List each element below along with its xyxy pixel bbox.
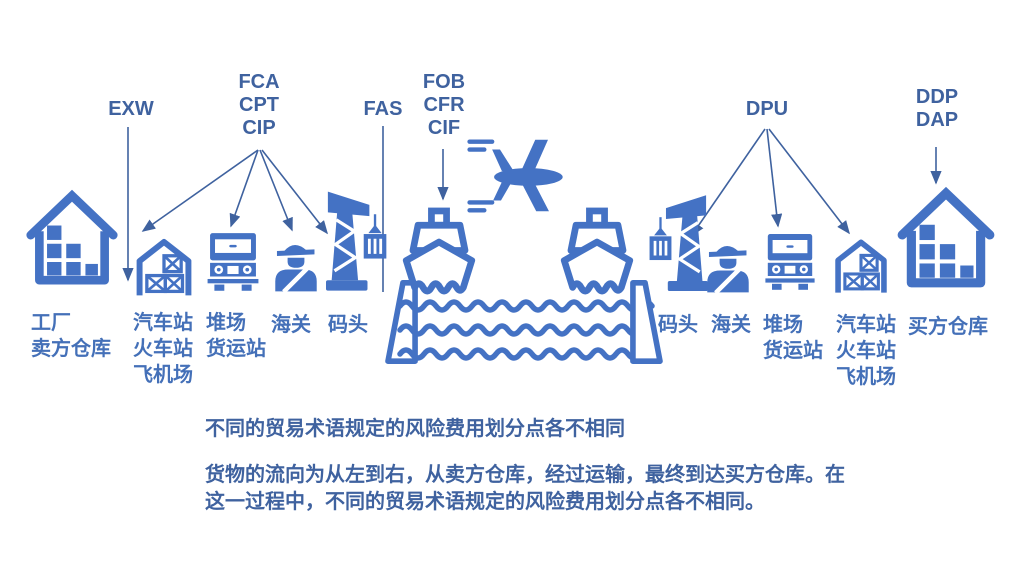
customs-officer-icon <box>268 228 324 302</box>
fca-arrow-2 <box>229 149 259 228</box>
label-yard-left: 堆场 货运站 <box>206 310 266 362</box>
label-dock-left: 码头 <box>328 314 368 336</box>
label-station-right: 汽车站 火车站 飞机场 <box>836 312 896 390</box>
cargo-ship-right-icon <box>555 206 639 310</box>
station-garage-right-icon <box>830 232 892 298</box>
cargo-ship-left-icon <box>397 206 481 310</box>
term-cip: CIP <box>242 117 276 139</box>
note-headline: 不同的贸易术语规定的风险费用划分点各不相同 <box>205 418 625 440</box>
term-cfr: CFR <box>423 94 465 116</box>
term-cif: CIF <box>427 117 461 139</box>
label-seller-warehouse: 工厂 卖方仓库 <box>31 310 111 362</box>
label-bus-station-left: 汽车站 <box>133 312 193 334</box>
term-cpt: CPT <box>239 94 279 116</box>
buyer-warehouse-house-icon <box>894 184 998 292</box>
term-ddp: DDP <box>915 86 959 108</box>
label-customs-right: 海关 <box>711 314 751 336</box>
label-bus-station-right: 汽车站 <box>836 314 896 336</box>
pier-wedge-right-icon <box>627 280 665 364</box>
label-airport-left: 飞机场 <box>133 364 193 386</box>
term-fca: FCA <box>238 71 280 93</box>
label-airport-right: 飞机场 <box>836 366 896 388</box>
term-dap: DAP <box>915 109 959 131</box>
term-fob-cfr-cif: FOB CFR CIF <box>415 71 473 140</box>
label-station-left: 汽车站 火车站 飞机场 <box>133 310 193 388</box>
harbor-crane-right-icon <box>643 188 709 302</box>
term-exw: EXW <box>108 98 154 120</box>
fca-arrow-4 <box>261 149 328 235</box>
term-ddp-dap: DDP DAP <box>908 86 966 132</box>
note-paragraph: 货物的流向为从左到右，从卖方仓库，经过运输，最终到达买方仓库。在这一过程中，不同… <box>205 464 845 513</box>
label-buyer-warehouse: 买方仓库 <box>908 316 988 338</box>
label-dock-right: 码头 <box>658 314 698 336</box>
dpu-arrow-3 <box>768 128 850 235</box>
fca-arrow-3 <box>259 149 293 232</box>
yard-truck-right-icon <box>760 224 820 298</box>
term-fob: FOB <box>422 71 466 93</box>
term-dpu: DPU <box>745 98 789 120</box>
label-freight-right: 货运站 <box>763 340 823 362</box>
label-train-station-left: 火车站 <box>133 338 193 360</box>
label-yard-left-1: 堆场 <box>206 312 246 334</box>
label-yard-right: 堆场 货运站 <box>763 312 823 364</box>
label-customs-left: 海关 <box>271 314 311 336</box>
label-factory: 工厂 <box>31 312 71 334</box>
label-freight-left: 货运站 <box>206 338 266 360</box>
sea-waves-icon <box>395 298 657 364</box>
label-seller: 卖方仓库 <box>31 338 111 360</box>
seller-warehouse-house-icon <box>24 184 120 292</box>
label-yard-right-1: 堆场 <box>763 314 803 336</box>
harbor-crane-icon <box>326 184 392 302</box>
term-fca-cpt-cip: FCA CPT CIP <box>230 71 288 140</box>
yard-truck-icon <box>202 224 264 298</box>
customs-officer-right-icon <box>700 230 756 302</box>
dpu-arrow-2 <box>766 128 783 228</box>
term-fas: FAS <box>363 98 403 120</box>
label-train-station-right: 火车站 <box>836 340 896 362</box>
fca-arrow-1 <box>141 149 259 232</box>
airplane-icon <box>466 126 580 224</box>
station-garage-crates-icon <box>131 234 197 298</box>
